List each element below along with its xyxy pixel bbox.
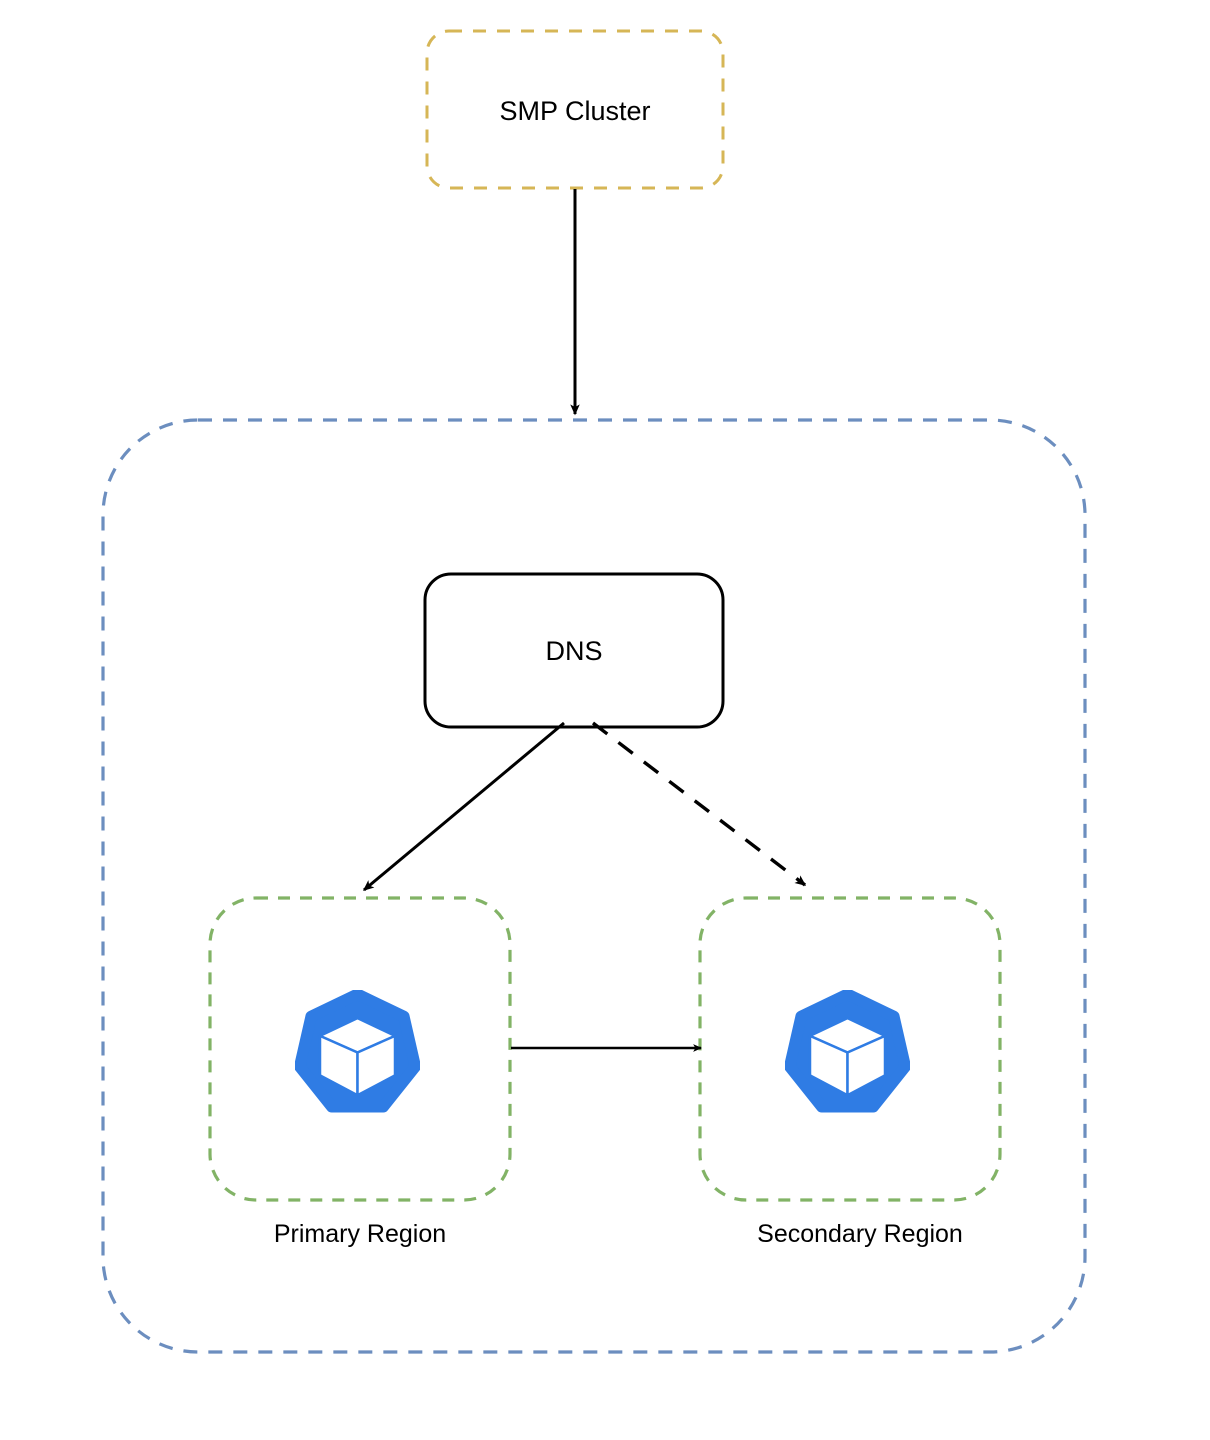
smp-cluster-label: SMP Cluster	[499, 96, 651, 126]
edge-dns-to-primary[interactable]	[362, 721, 565, 892]
edge-dns-to-secondary[interactable]	[591, 721, 807, 887]
kubernetes-icon	[300, 994, 416, 1107]
primary-region-label: Primary Region	[273, 1220, 447, 1248]
secondary-region-label: Secondary Region	[757, 1220, 963, 1248]
kubernetes-icon	[790, 994, 906, 1107]
dns-label: DNS	[545, 636, 603, 666]
outer-boundary-box[interactable]	[101, 418, 1087, 1354]
smp-cluster-box[interactable]	[425, 29, 725, 190]
dns-box[interactable]	[423, 572, 725, 729]
